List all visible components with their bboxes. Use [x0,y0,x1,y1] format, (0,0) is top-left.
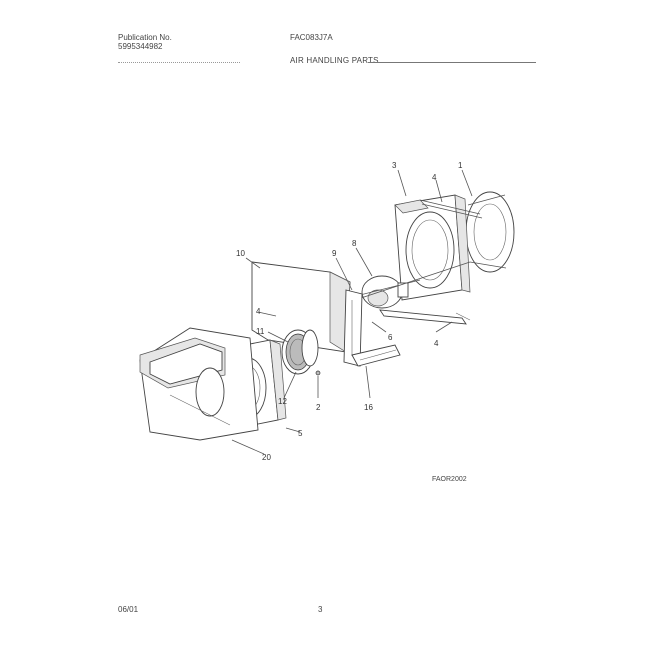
part-9-motor-shaft [354,261,471,301]
callout-11: 11 [256,327,265,336]
callout-2: 2 [316,403,321,412]
part-12-blower-wheel [281,329,319,375]
footer-date: 06/01 [118,605,139,614]
publication-number: 5995344982 [118,42,163,51]
callout-4-lower: 4 [434,339,439,348]
part-4-lower-rail [379,309,471,325]
callout-16: 16 [364,403,373,412]
publication-label: Publication No. [118,33,172,42]
part-4-upper-strip [419,199,483,219]
part-2-screw [315,370,321,376]
part-3-rear-shroud [394,194,471,301]
callout-6: 6 [388,333,393,342]
section-title: AIR HANDLING PARTS [290,56,379,65]
part-1-motor-bracket [465,191,515,273]
part-20-front-frame [139,327,259,441]
part-16-bottom-strip [351,344,401,367]
callout-12: 12 [278,397,287,406]
figure-code: FAOR2002 [432,476,467,483]
page-number: 3 [318,605,323,614]
part-6-mount-plate [343,289,363,367]
leader-lines [231,169,473,455]
callout-9: 9 [332,249,337,258]
callout-3: 3 [392,161,397,170]
callout-1: 1 [458,161,463,170]
callout-5: 5 [298,429,303,438]
callout-10: 10 [236,249,245,258]
header-rule-right [368,62,536,63]
callout-8: 8 [352,239,357,248]
callout-4-upper: 4 [432,173,437,182]
callout-4-left: 4 [256,307,261,316]
model-number: FAC083J7A [290,33,333,42]
callout-20: 20 [262,453,271,462]
header-rule-left [118,62,240,63]
